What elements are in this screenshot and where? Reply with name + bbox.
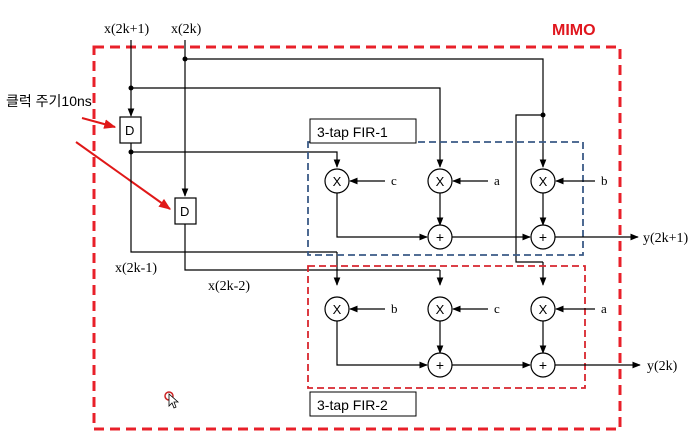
clock-period-label: 클럭 주기10ns [6,93,92,109]
mouse-cursor-icon [164,391,180,409]
mimo-label: MIMO [552,22,596,39]
fir1-label-box [309,118,417,144]
fir1-multiplier-3-symbol: X [539,174,548,189]
fir1-multiplier-2-symbol: X [436,174,445,189]
fir1-wire-m1-a1 [336,193,428,241]
fir1-coef-2: a [494,173,500,188]
delayed-x-odd-label: x(2k-1) [115,261,157,276]
delay-register-2-label: D [180,204,189,219]
fir2-coef-1: b [391,301,398,316]
fir1-multiplier-1-symbol: X [333,174,342,189]
fir2-multiplier-1-symbol: X [333,302,342,317]
fir1-adder-2-symbol: + [539,229,547,245]
fir2-coef-2: c [494,301,500,316]
fir2-boundary [307,265,586,389]
fir2-multiplier-3-symbol: X [539,302,548,317]
fir2-multiplier-2-symbol: X [436,302,445,317]
wire-d1-down [130,152,337,253]
mimo-boundary [92,45,622,431]
input-x-even-label: x(2k) [171,22,202,37]
wire-d1-to-mult-c1 [131,151,341,168]
wire-xodd-to-mult-a1 [131,87,444,168]
fir1-coef-3: b [601,173,608,188]
fir2-output-label: y(2k) [647,359,678,374]
fir1-output-label: y(2k+1) [643,231,689,246]
clock-arrow-2 [75,141,171,210]
fir2-adder-2-symbol: + [539,357,547,373]
delay-register-1-label: D [125,123,134,138]
input-x-odd-label: x(2k+1) [104,22,150,37]
fir2-coef-3: a [601,301,607,316]
fir1-label: 3-tap FIR-1 [317,124,388,140]
fir2-adder-1-symbol: + [436,357,444,373]
fir2-wire-m1-a1 [336,321,428,369]
delayed-x-even-label: x(2k-2) [208,279,250,294]
clock-arrow-1 [81,117,117,129]
fir2-label-box [309,391,417,417]
fir2-label: 3-tap FIR-2 [317,397,388,413]
fir1-boundary [307,141,584,256]
wire-xeven-top [185,58,544,115]
fir1-coef-1: c [391,173,397,188]
fir1-adder-1-symbol: + [436,229,444,245]
wire-d2-out [184,224,440,271]
wire-xeven-cross [515,114,543,263]
